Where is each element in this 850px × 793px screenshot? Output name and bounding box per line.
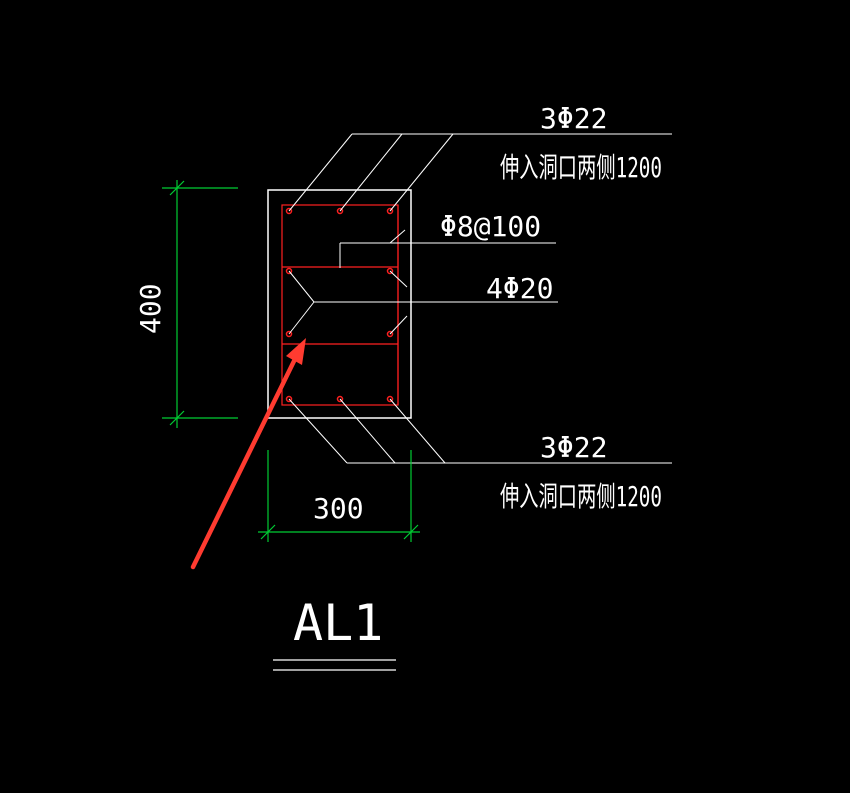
dimension-lines	[162, 180, 420, 542]
leader-side-3	[389, 270, 408, 288]
leader-top-3	[389, 133, 454, 212]
top-bar-spec-label: 3Φ22	[540, 102, 607, 135]
leader-stirrup-tick	[389, 229, 406, 244]
arrow-head	[286, 338, 306, 365]
title-underline	[273, 659, 396, 671]
pointer-arrow	[190, 338, 306, 570]
leader-side-4	[389, 315, 408, 335]
height-dimension-label: 400	[134, 283, 167, 334]
leader-top-2	[339, 133, 403, 212]
leader-lines	[288, 133, 672, 464]
leader-bottom-2	[339, 398, 396, 464]
leader-bottom-3	[389, 398, 446, 464]
bottom-bar-note-label: 伸入洞口两侧1200	[500, 480, 662, 513]
concrete-section-outline	[267, 189, 412, 419]
leader-bottom-1	[288, 398, 348, 464]
side-bar-spec-label: 4Φ20	[486, 272, 553, 305]
leader-top-1	[288, 133, 353, 212]
arrow-shaft	[190, 354, 299, 570]
dim-v-tick-top	[169, 180, 185, 196]
dim-h-tick-left	[260, 524, 276, 540]
stirrup-spec-label: Φ8@100	[440, 210, 541, 243]
leader-side-1	[288, 270, 315, 303]
section-title: AL1	[293, 594, 383, 652]
bottom-bar-spec-label: 3Φ22	[540, 431, 607, 464]
leader-side-2	[288, 301, 315, 335]
width-dimension-label: 300	[313, 492, 364, 525]
dim-v-tick-bottom	[169, 410, 185, 426]
top-bar-note-label: 伸入洞口两侧1200	[500, 151, 662, 184]
dim-h-tick-right	[403, 524, 419, 540]
